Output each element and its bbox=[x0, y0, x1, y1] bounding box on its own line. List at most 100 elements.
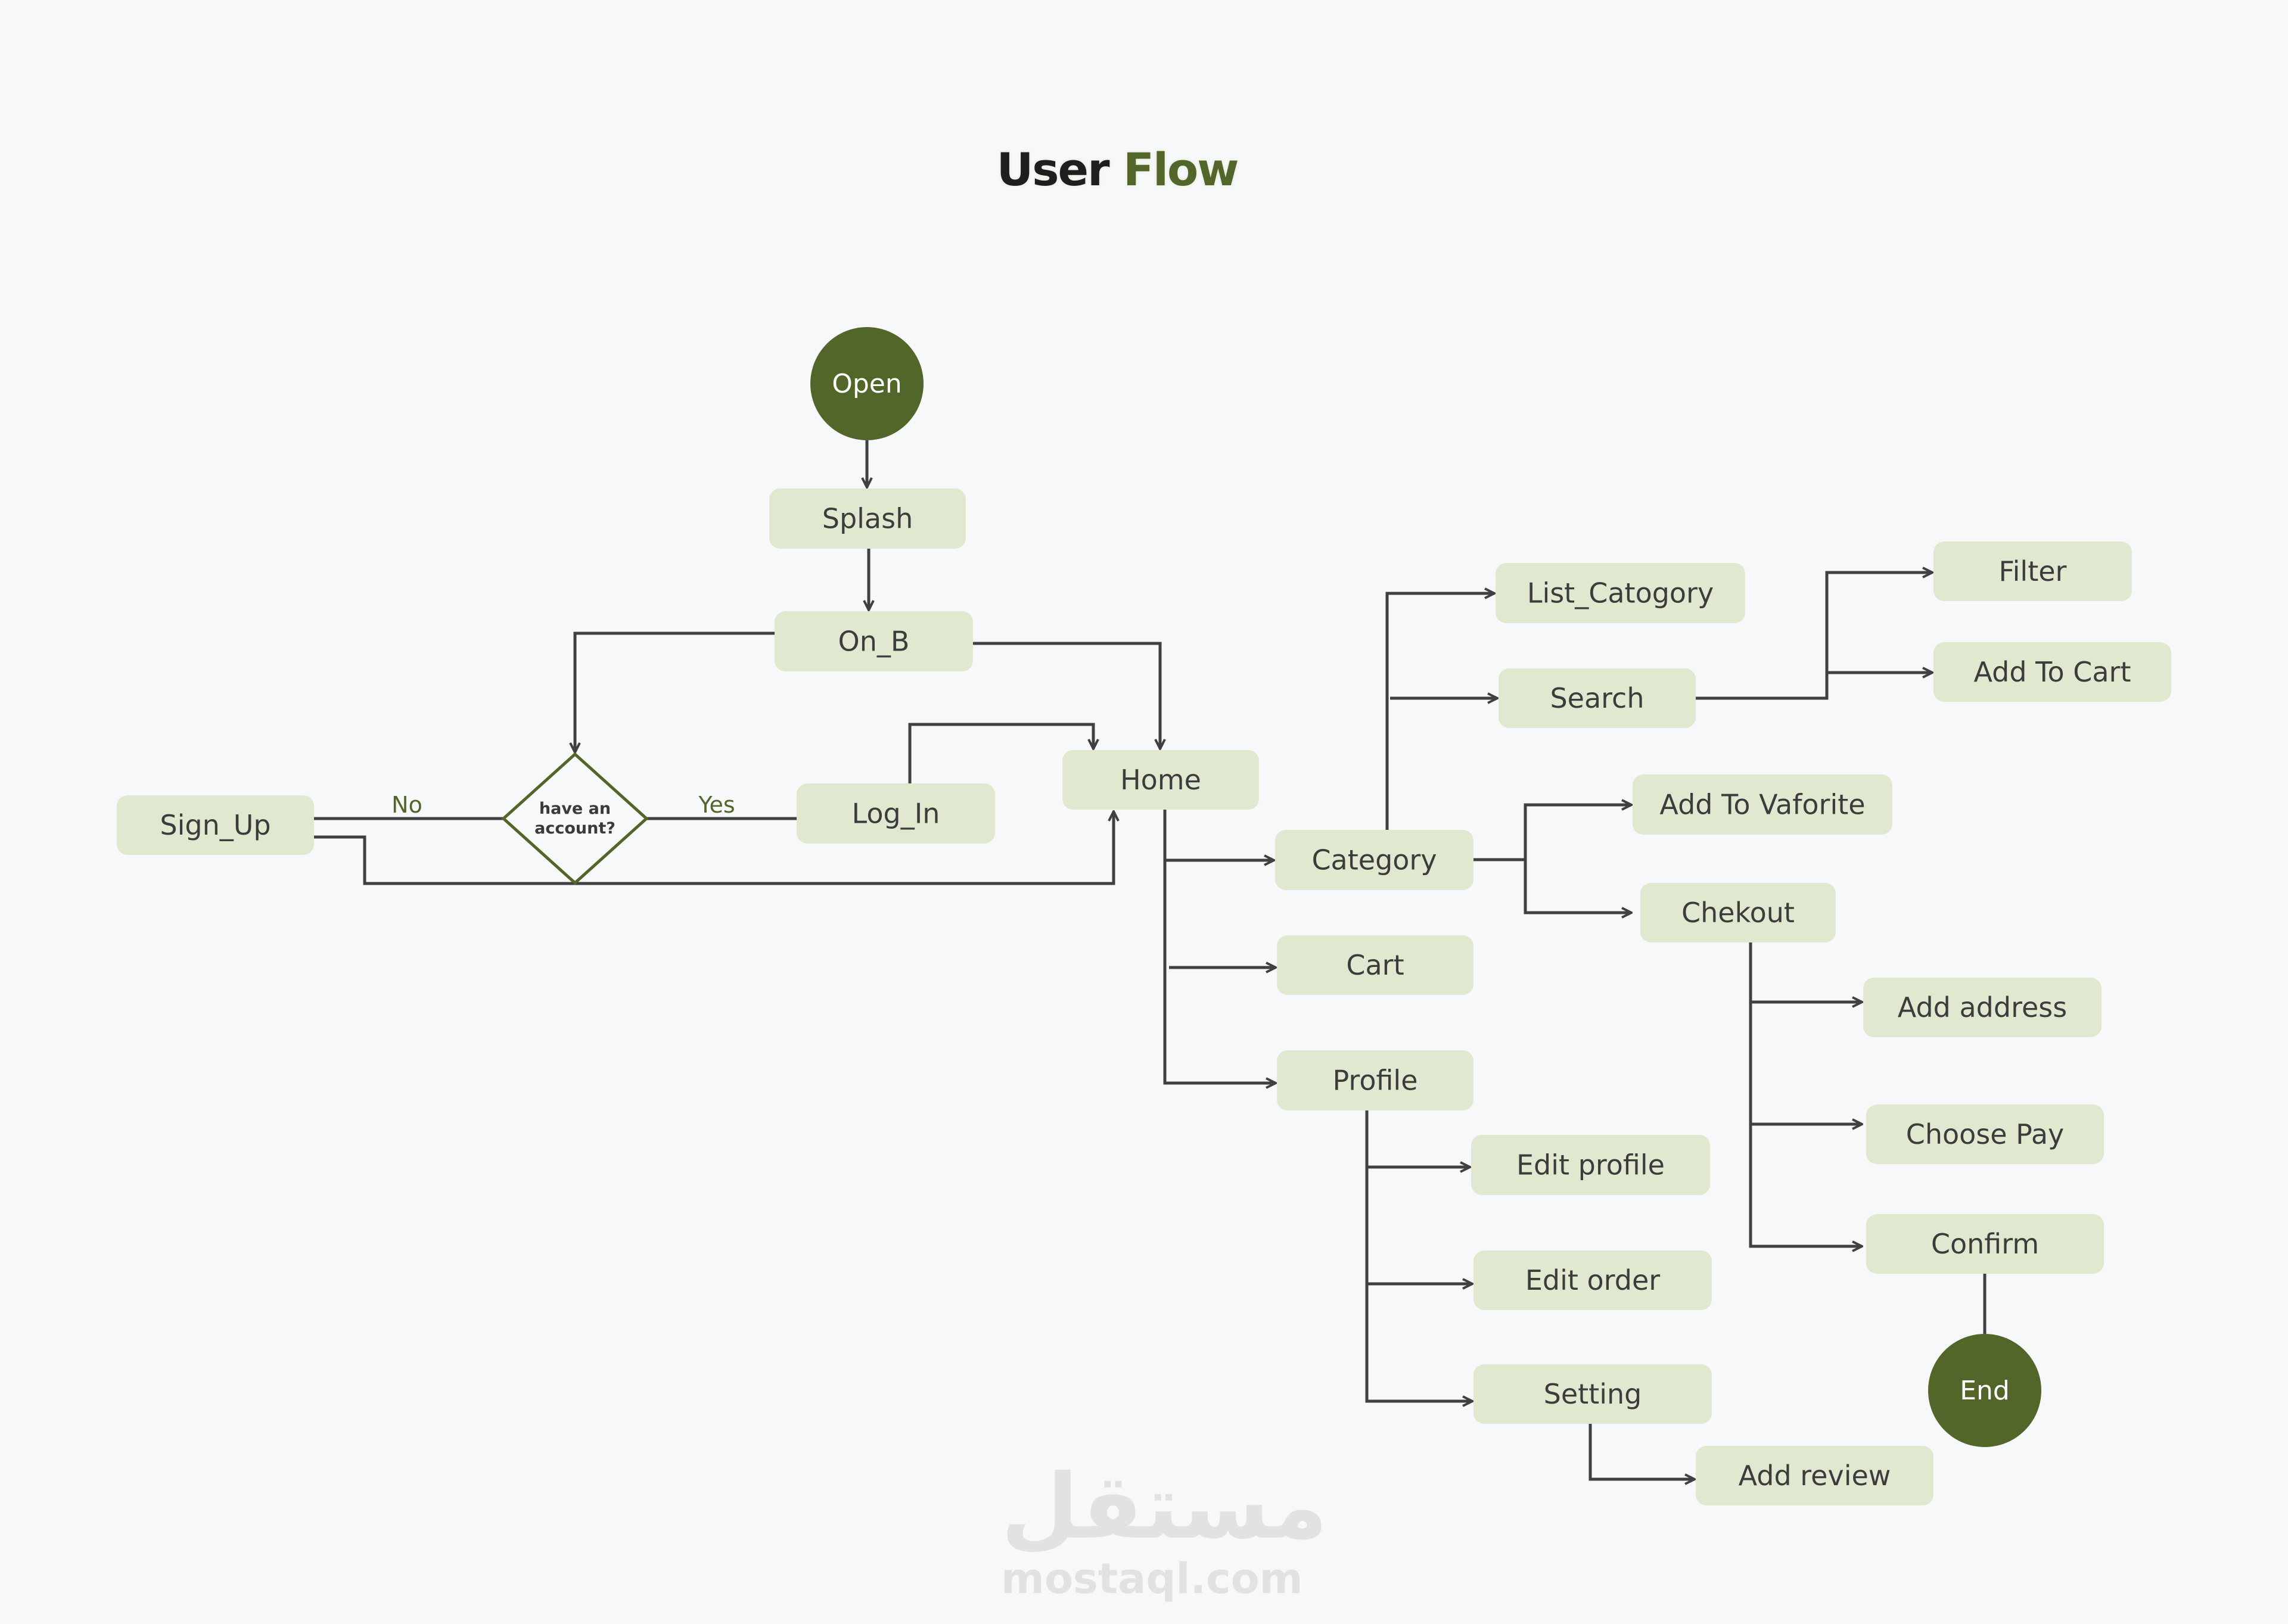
node-box[interactable] bbox=[1640, 883, 1836, 942]
node-box[interactable] bbox=[1866, 1105, 2104, 1164]
node-add-to-vaforite[interactable]: Add To Vaforite bbox=[1633, 774, 1892, 835]
node-chekout[interactable]: Chekout bbox=[1640, 883, 1836, 942]
edge-sign-up-to-home bbox=[314, 811, 1114, 885]
edge-category-to-chekout bbox=[1524, 860, 1631, 913]
node-edit-order[interactable]: Edit order bbox=[1473, 1250, 1712, 1310]
node-box[interactable] bbox=[775, 611, 973, 671]
node-add-to-cart[interactable]: Add To Cart bbox=[1933, 642, 2171, 702]
node-label: Add review bbox=[1739, 1460, 1891, 1492]
edge-home-to-profile bbox=[1163, 860, 1276, 1083]
node-home[interactable]: Home bbox=[1062, 750, 1259, 810]
node-label: Filter bbox=[1999, 555, 2067, 587]
node-label: Cart bbox=[1346, 949, 1404, 981]
node-label: Splash bbox=[822, 503, 913, 535]
node-box[interactable] bbox=[1863, 978, 2102, 1037]
node-label: On_B bbox=[838, 626, 910, 658]
title-part-flow: Flow bbox=[1123, 143, 1239, 196]
node-box[interactable] bbox=[1275, 830, 1473, 890]
node-setting[interactable]: Setting bbox=[1473, 1364, 1712, 1424]
edge-chekout-to-choose-pay bbox=[1749, 1002, 1862, 1124]
node-on-b[interactable]: On_B bbox=[775, 611, 973, 671]
edge-profile-to-edit-order bbox=[1365, 1167, 1472, 1284]
node-box[interactable] bbox=[1473, 1364, 1712, 1424]
edge-setting-to-add-review bbox=[1588, 1424, 1695, 1479]
node-label: Search bbox=[1550, 682, 1644, 714]
open-terminal-circle[interactable] bbox=[810, 327, 924, 440]
node-add-address[interactable]: Add address bbox=[1863, 978, 2102, 1037]
node-label: Add To Cart bbox=[1974, 656, 2131, 688]
node-label: Home bbox=[1120, 764, 1201, 796]
edge-chekout-to-add-address bbox=[1749, 942, 1862, 1002]
node-label: Sign_Up bbox=[160, 809, 271, 841]
edge-labels-layer: No Yes bbox=[391, 792, 735, 818]
node-box[interactable] bbox=[1277, 1050, 1473, 1110]
node-label: List_Catogory bbox=[1527, 577, 1714, 609]
node-search[interactable]: Search bbox=[1499, 668, 1696, 728]
edge-profile-to-setting bbox=[1365, 1284, 1472, 1401]
edges-layer bbox=[314, 440, 1987, 1479]
node-box[interactable] bbox=[1866, 1214, 2104, 1274]
node-label: Open bbox=[832, 369, 902, 399]
node-label: Add address bbox=[1898, 991, 2067, 1023]
edge-label-no: No bbox=[391, 792, 422, 818]
node-profile[interactable]: Profile bbox=[1277, 1050, 1473, 1110]
decision-diamond[interactable] bbox=[501, 752, 649, 885]
node-box[interactable] bbox=[1062, 750, 1259, 810]
node-add-review[interactable]: Add review bbox=[1696, 1446, 1933, 1505]
edge-search-to-filter bbox=[1696, 573, 1932, 700]
node-label: Log_In bbox=[852, 798, 940, 830]
node-filter[interactable]: Filter bbox=[1933, 542, 2132, 601]
node-box[interactable] bbox=[117, 795, 314, 855]
decision-label-line-1: have an bbox=[539, 799, 611, 818]
node-box[interactable] bbox=[1499, 668, 1696, 728]
node-edit-profile[interactable]: Edit profile bbox=[1471, 1135, 1710, 1195]
node-box[interactable] bbox=[1473, 1250, 1712, 1310]
node-label: Chekout bbox=[1681, 897, 1795, 929]
edge-log-in-to-home bbox=[908, 723, 1093, 783]
node-choose-pay[interactable]: Choose Pay bbox=[1866, 1105, 2104, 1164]
watermark-arabic: مستقل bbox=[1001, 1455, 1328, 1559]
node-box[interactable] bbox=[1633, 774, 1892, 835]
node-confirm[interactable]: Confirm bbox=[1866, 1214, 2104, 1274]
edge-on-b-to-decision bbox=[575, 631, 775, 752]
node-log-in[interactable]: Log_In bbox=[797, 783, 995, 844]
node-label: Category bbox=[1311, 844, 1437, 876]
node-label: Choose Pay bbox=[1906, 1118, 2065, 1150]
node-label: Edit order bbox=[1525, 1264, 1660, 1296]
page-title: User Flow bbox=[0, 143, 2234, 196]
node-box[interactable] bbox=[1933, 642, 2171, 702]
edge-on-b-to-home bbox=[973, 642, 1160, 749]
node-box[interactable] bbox=[797, 783, 995, 844]
node-box[interactable] bbox=[1277, 935, 1473, 995]
edge-category-to-add-to-vaforite bbox=[1473, 805, 1631, 861]
node-open[interactable]: Open bbox=[810, 327, 924, 440]
title-part-user: User bbox=[996, 143, 1110, 196]
edge-category-to-list-catogory bbox=[1385, 593, 1494, 830]
node-label: Setting bbox=[1544, 1378, 1642, 1410]
node-box[interactable] bbox=[1496, 563, 1745, 623]
watermark-latin: mostaql.com bbox=[1001, 1554, 1303, 1603]
edge-label-yes: Yes bbox=[698, 792, 735, 818]
node-label: Profile bbox=[1332, 1065, 1417, 1097]
node-box[interactable] bbox=[1933, 542, 2132, 601]
node-cart[interactable]: Cart bbox=[1277, 935, 1473, 995]
node-category[interactable]: Category bbox=[1275, 830, 1473, 890]
edge-profile-to-edit-profile bbox=[1365, 1110, 1470, 1167]
node-label: End bbox=[1960, 1376, 2010, 1406]
end-terminal-circle[interactable] bbox=[1928, 1334, 2041, 1447]
node-splash[interactable]: Splash bbox=[769, 489, 966, 549]
node-label: Add To Vaforite bbox=[1659, 789, 1865, 821]
watermark: مستقل mostaql.com bbox=[1001, 1455, 1328, 1603]
node-box[interactable] bbox=[1471, 1135, 1710, 1195]
node-box[interactable] bbox=[769, 489, 966, 549]
node-label: Confirm bbox=[1931, 1228, 2039, 1260]
node-end[interactable]: End bbox=[1928, 1334, 2041, 1447]
decision-label-line-2: account? bbox=[534, 819, 615, 838]
node-label: Edit profile bbox=[1516, 1149, 1665, 1181]
node-box[interactable] bbox=[1696, 1446, 1933, 1505]
node-list-catogory[interactable]: List_Catogory bbox=[1496, 563, 1745, 623]
node-sign-up[interactable]: Sign_Up bbox=[117, 795, 314, 855]
